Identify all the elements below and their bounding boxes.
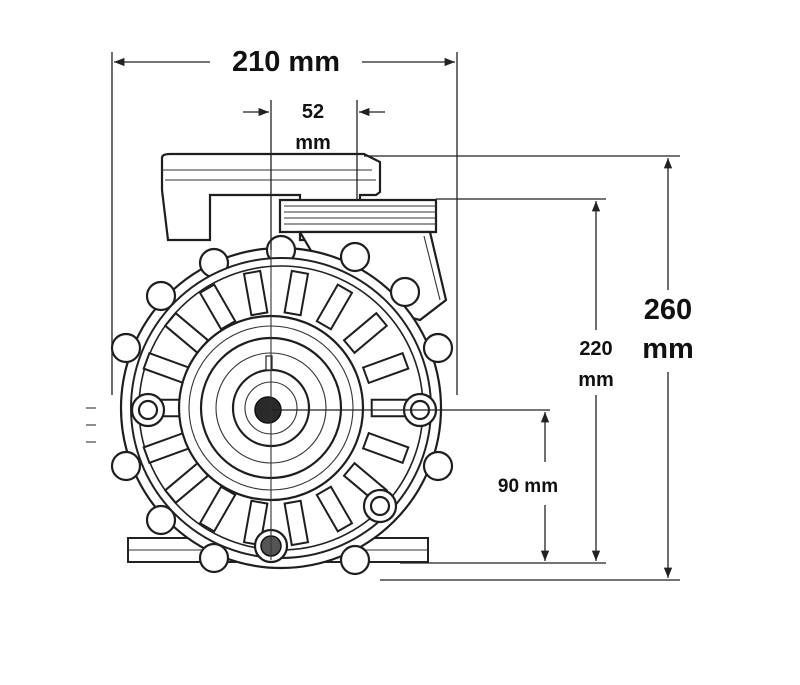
cooling-fin — [198, 485, 237, 533]
dimension-labels: 210 mm 52 mm 260 mm 220 mm 90 mm — [232, 46, 694, 497]
outlet-offset-unit: mm — [295, 132, 331, 154]
cooling-fin — [361, 431, 410, 465]
cooling-fin — [315, 283, 354, 331]
outlet-height-unit: mm — [578, 369, 614, 391]
cooling-fin — [361, 351, 410, 385]
overall-width-label: 210 mm — [232, 46, 340, 78]
cooling-fin — [242, 269, 269, 317]
cooling-fin — [283, 499, 310, 547]
pump-drawing — [86, 152, 454, 576]
cooling-fin — [198, 283, 237, 331]
dimension-lines — [111, 52, 680, 581]
shaft-height-label: 90 mm — [498, 476, 558, 497]
overall-height-unit: mm — [642, 333, 694, 365]
cooling-fin — [315, 485, 354, 533]
cooling-fin — [342, 311, 389, 355]
overall-height-value: 260 — [644, 294, 692, 326]
cooling-fin — [283, 269, 310, 317]
outlet-offset-value: 52 — [302, 101, 324, 123]
outlet-height-value: 220 — [579, 338, 612, 360]
flange-lobes — [110, 234, 454, 576]
